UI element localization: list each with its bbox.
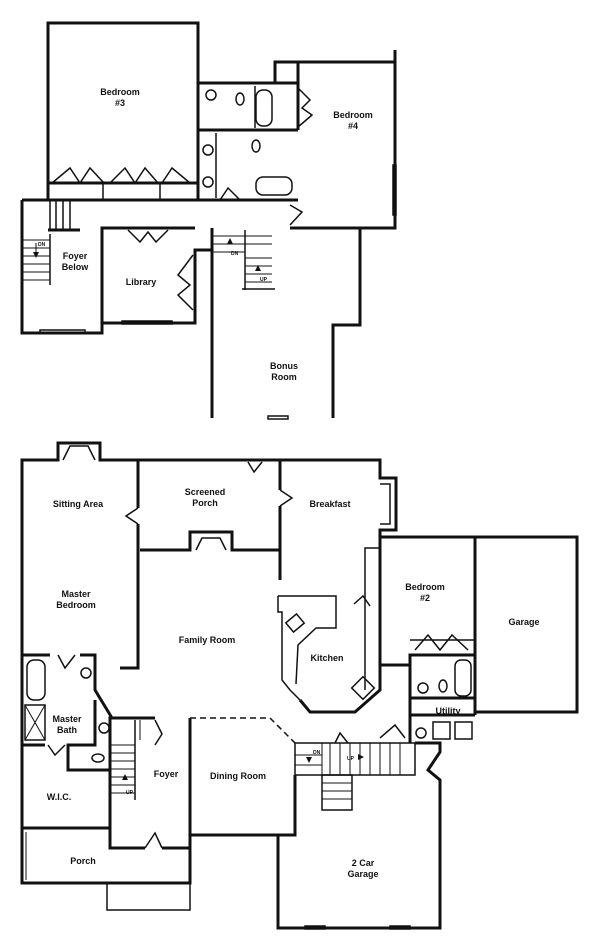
stair-label-dn: DN: [313, 750, 321, 756]
room-label-family-room: Family Room: [179, 635, 236, 645]
window: [267, 415, 289, 420]
bathtub-icon: [255, 176, 293, 196]
window: [121, 320, 173, 325]
shower: [24, 704, 46, 741]
stair-label-up: UP: [347, 756, 355, 762]
window: [39, 329, 86, 334]
room-label-bedroom-4: Bedroom: [333, 110, 373, 120]
stair-label-dn: DN: [38, 242, 46, 248]
room-label-bedroom-2: Bedroom: [405, 582, 445, 592]
kitchen-counter: [277, 596, 301, 701]
staircase: [22, 234, 51, 285]
room-label-2-car-garage: 2 Car: [352, 858, 375, 868]
stair-label-up: UP: [126, 790, 134, 796]
door: [127, 229, 169, 244]
toilet-icon: [251, 139, 261, 153]
room-label-2-car-garage-2: Garage: [347, 869, 378, 879]
sink-icon: [98, 722, 110, 734]
sink-icon: [80, 667, 92, 679]
stove-icon: [350, 675, 376, 701]
washer-icon: [432, 721, 451, 740]
room-label-kitchen: Kitchen: [310, 653, 343, 663]
room-label-breakfast: Breakfast: [309, 499, 350, 509]
room-label-sitting-area: Sitting Area: [53, 499, 104, 509]
room-label-foyer: Foyer: [154, 769, 179, 779]
room-label-screened-porch: Screened: [185, 487, 226, 497]
main-floor: UP: [20, 441, 579, 930]
bathtub-icon: [454, 659, 472, 697]
bedroom-3-walls: [46, 21, 200, 202]
room-label-master-bath-2: Bath: [57, 725, 77, 735]
room-label-bedroom-3: Bedroom: [100, 87, 140, 97]
staircase: [213, 230, 275, 290]
stair-label-dn: DN: [231, 251, 239, 257]
room-label-master-bedroom-2: Bedroom: [56, 600, 96, 610]
sink-icon: [202, 176, 214, 188]
sink-icon: [205, 89, 217, 101]
sink-icon: [202, 144, 214, 156]
room-label-foyer-below-2: Below: [62, 262, 90, 272]
toilet-icon: [235, 92, 245, 106]
staircase: [110, 720, 141, 800]
room-label-utility: Utility: [435, 706, 460, 716]
bathtub-icon: [255, 89, 273, 127]
room-label-screened-porch-2: Porch: [192, 498, 218, 508]
dryer-icon: [454, 721, 473, 740]
room-label-dining-room: Dining Room: [210, 771, 266, 781]
room-label-bedroom-3-number: #3: [115, 98, 125, 108]
room-label-porch: Porch: [70, 856, 96, 866]
room-label-bedroom-2-number: #2: [420, 593, 430, 603]
room-label-wic: W.I.C.: [47, 792, 72, 802]
window: [392, 164, 397, 216]
closet-door: [51, 166, 105, 185]
toilet-icon: [91, 753, 105, 763]
sink-icon: [284, 612, 306, 634]
door: [289, 204, 304, 226]
bathtub-icon: [26, 659, 46, 701]
closet-door: [161, 166, 191, 184]
staircase: [294, 742, 416, 811]
room-label-library: Library: [126, 277, 157, 287]
sink-icon: [415, 727, 427, 739]
porch-steps: [106, 882, 191, 911]
sink-icon: [417, 682, 429, 694]
room-label-master-bedroom: Master: [61, 589, 91, 599]
upper-floor: DN DN UP Bedroom #3 Bedroom #: [20, 21, 397, 420]
room-label-bedroom-4-number: #4: [348, 121, 358, 131]
closet-door: [297, 87, 314, 128]
room-label-master-bath: Master: [52, 714, 82, 724]
door: [219, 186, 241, 201]
room-label-garage: Garage: [508, 617, 539, 627]
room-label-foyer-below: Foyer: [63, 251, 88, 261]
room-label-bonus-room: Bonus: [270, 361, 298, 371]
toilet-icon: [438, 679, 448, 693]
closet-door: [176, 254, 194, 311]
room-label-bonus-room-2: Room: [271, 372, 297, 382]
stair-label-up: UP: [260, 277, 268, 283]
closet-door: [109, 166, 159, 185]
